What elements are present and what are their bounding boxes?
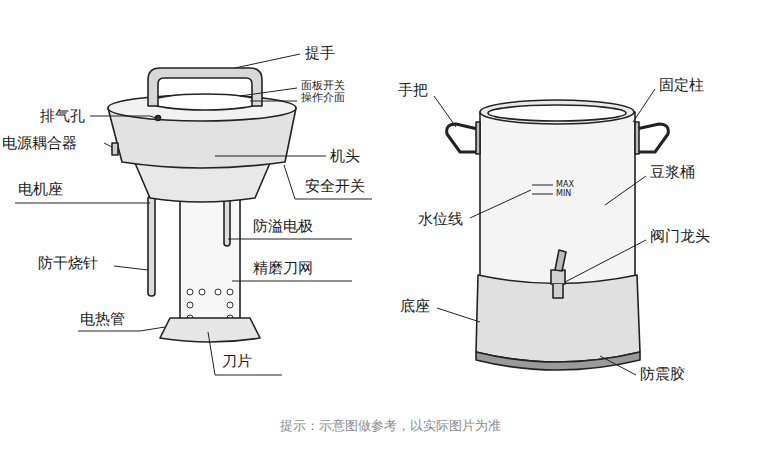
- part-label: MIN: [556, 190, 571, 199]
- bucket-opening: [488, 105, 626, 121]
- part-label: 阀门龙头: [650, 228, 710, 245]
- grinding-mesh: [187, 289, 233, 321]
- part-label: MAX: [556, 181, 574, 190]
- heating-tube: [160, 318, 260, 342]
- part-label: 豆浆桶: [650, 164, 695, 181]
- rubber-foot: [476, 352, 640, 370]
- caption: 提示：示意图做参考，以实际图片为准: [0, 417, 780, 435]
- head-top: [108, 95, 296, 121]
- part-label: 提手: [305, 45, 335, 62]
- power-coupler: [112, 143, 118, 155]
- tap-valve: [555, 250, 566, 271]
- fixed-post: [635, 122, 639, 154]
- part-label: 精磨刀网: [253, 260, 313, 277]
- part-label: 排气孔: [40, 108, 85, 125]
- tap-spout: [553, 284, 563, 298]
- base: [476, 275, 640, 362]
- part-label: 底座: [400, 298, 430, 315]
- part-label: 安全开关: [305, 178, 365, 195]
- leader-lines: [15, 54, 655, 375]
- part-label: 防溢电极: [253, 218, 313, 235]
- part-label: 电机座: [18, 181, 63, 198]
- level-marks: [532, 185, 553, 194]
- soymilk-machine-head: [108, 68, 296, 342]
- part-label: 防震胶: [640, 366, 685, 383]
- panel: [150, 94, 260, 110]
- part-label: 防干烧针: [38, 255, 98, 272]
- part-label: 电热管: [80, 311, 125, 328]
- motor-seat: [135, 163, 270, 202]
- part-label: 电源耦合器: [2, 135, 77, 152]
- column: [180, 198, 240, 323]
- soymilk-bucket: [447, 100, 669, 370]
- part-label: 手把: [398, 82, 428, 99]
- part-label: 固定柱: [659, 77, 704, 94]
- part-label: 水位线: [418, 211, 463, 228]
- bucket-rim: [480, 100, 634, 124]
- tap-body: [551, 270, 565, 284]
- carry-handle: [148, 68, 262, 106]
- dry-burn-pin: [148, 196, 155, 296]
- part-label: 面板开关 操作介面: [301, 80, 351, 104]
- fixed-post: [476, 122, 480, 154]
- part-label: 机头: [330, 148, 360, 165]
- vent-hole: [156, 116, 161, 121]
- part-label: 刀片: [222, 353, 252, 370]
